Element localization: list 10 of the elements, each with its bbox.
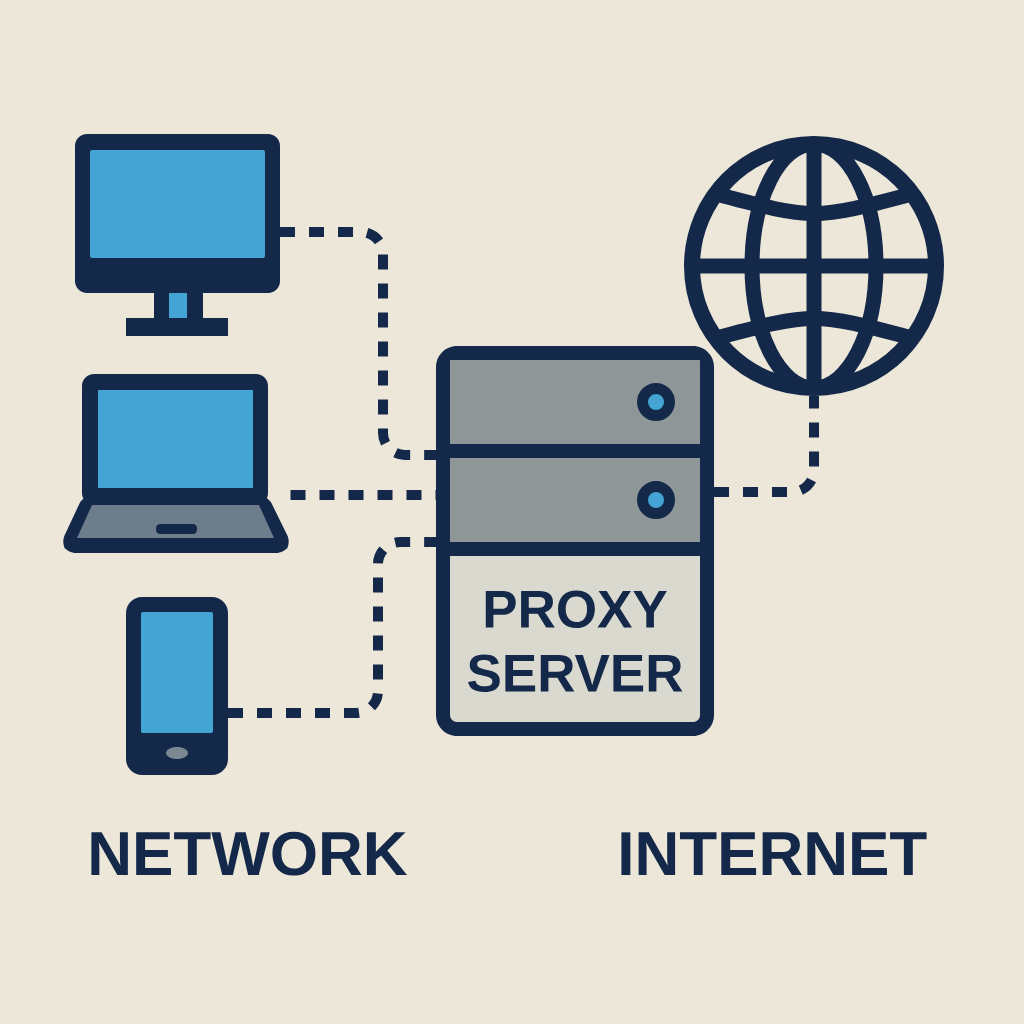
connector-line: [228, 537, 436, 718]
globe-icon: [684, 136, 944, 396]
monitor-icon: [75, 134, 280, 336]
connector-line: [714, 396, 819, 497]
phone-icon: [126, 597, 228, 775]
laptop-icon: [63, 374, 289, 553]
group-label: INTERNET: [621, 832, 927, 875]
connector-line: [280, 227, 436, 460]
group-label: NETWORK: [91, 831, 407, 876]
server-rack: PROXY SERVER: [436, 346, 714, 736]
